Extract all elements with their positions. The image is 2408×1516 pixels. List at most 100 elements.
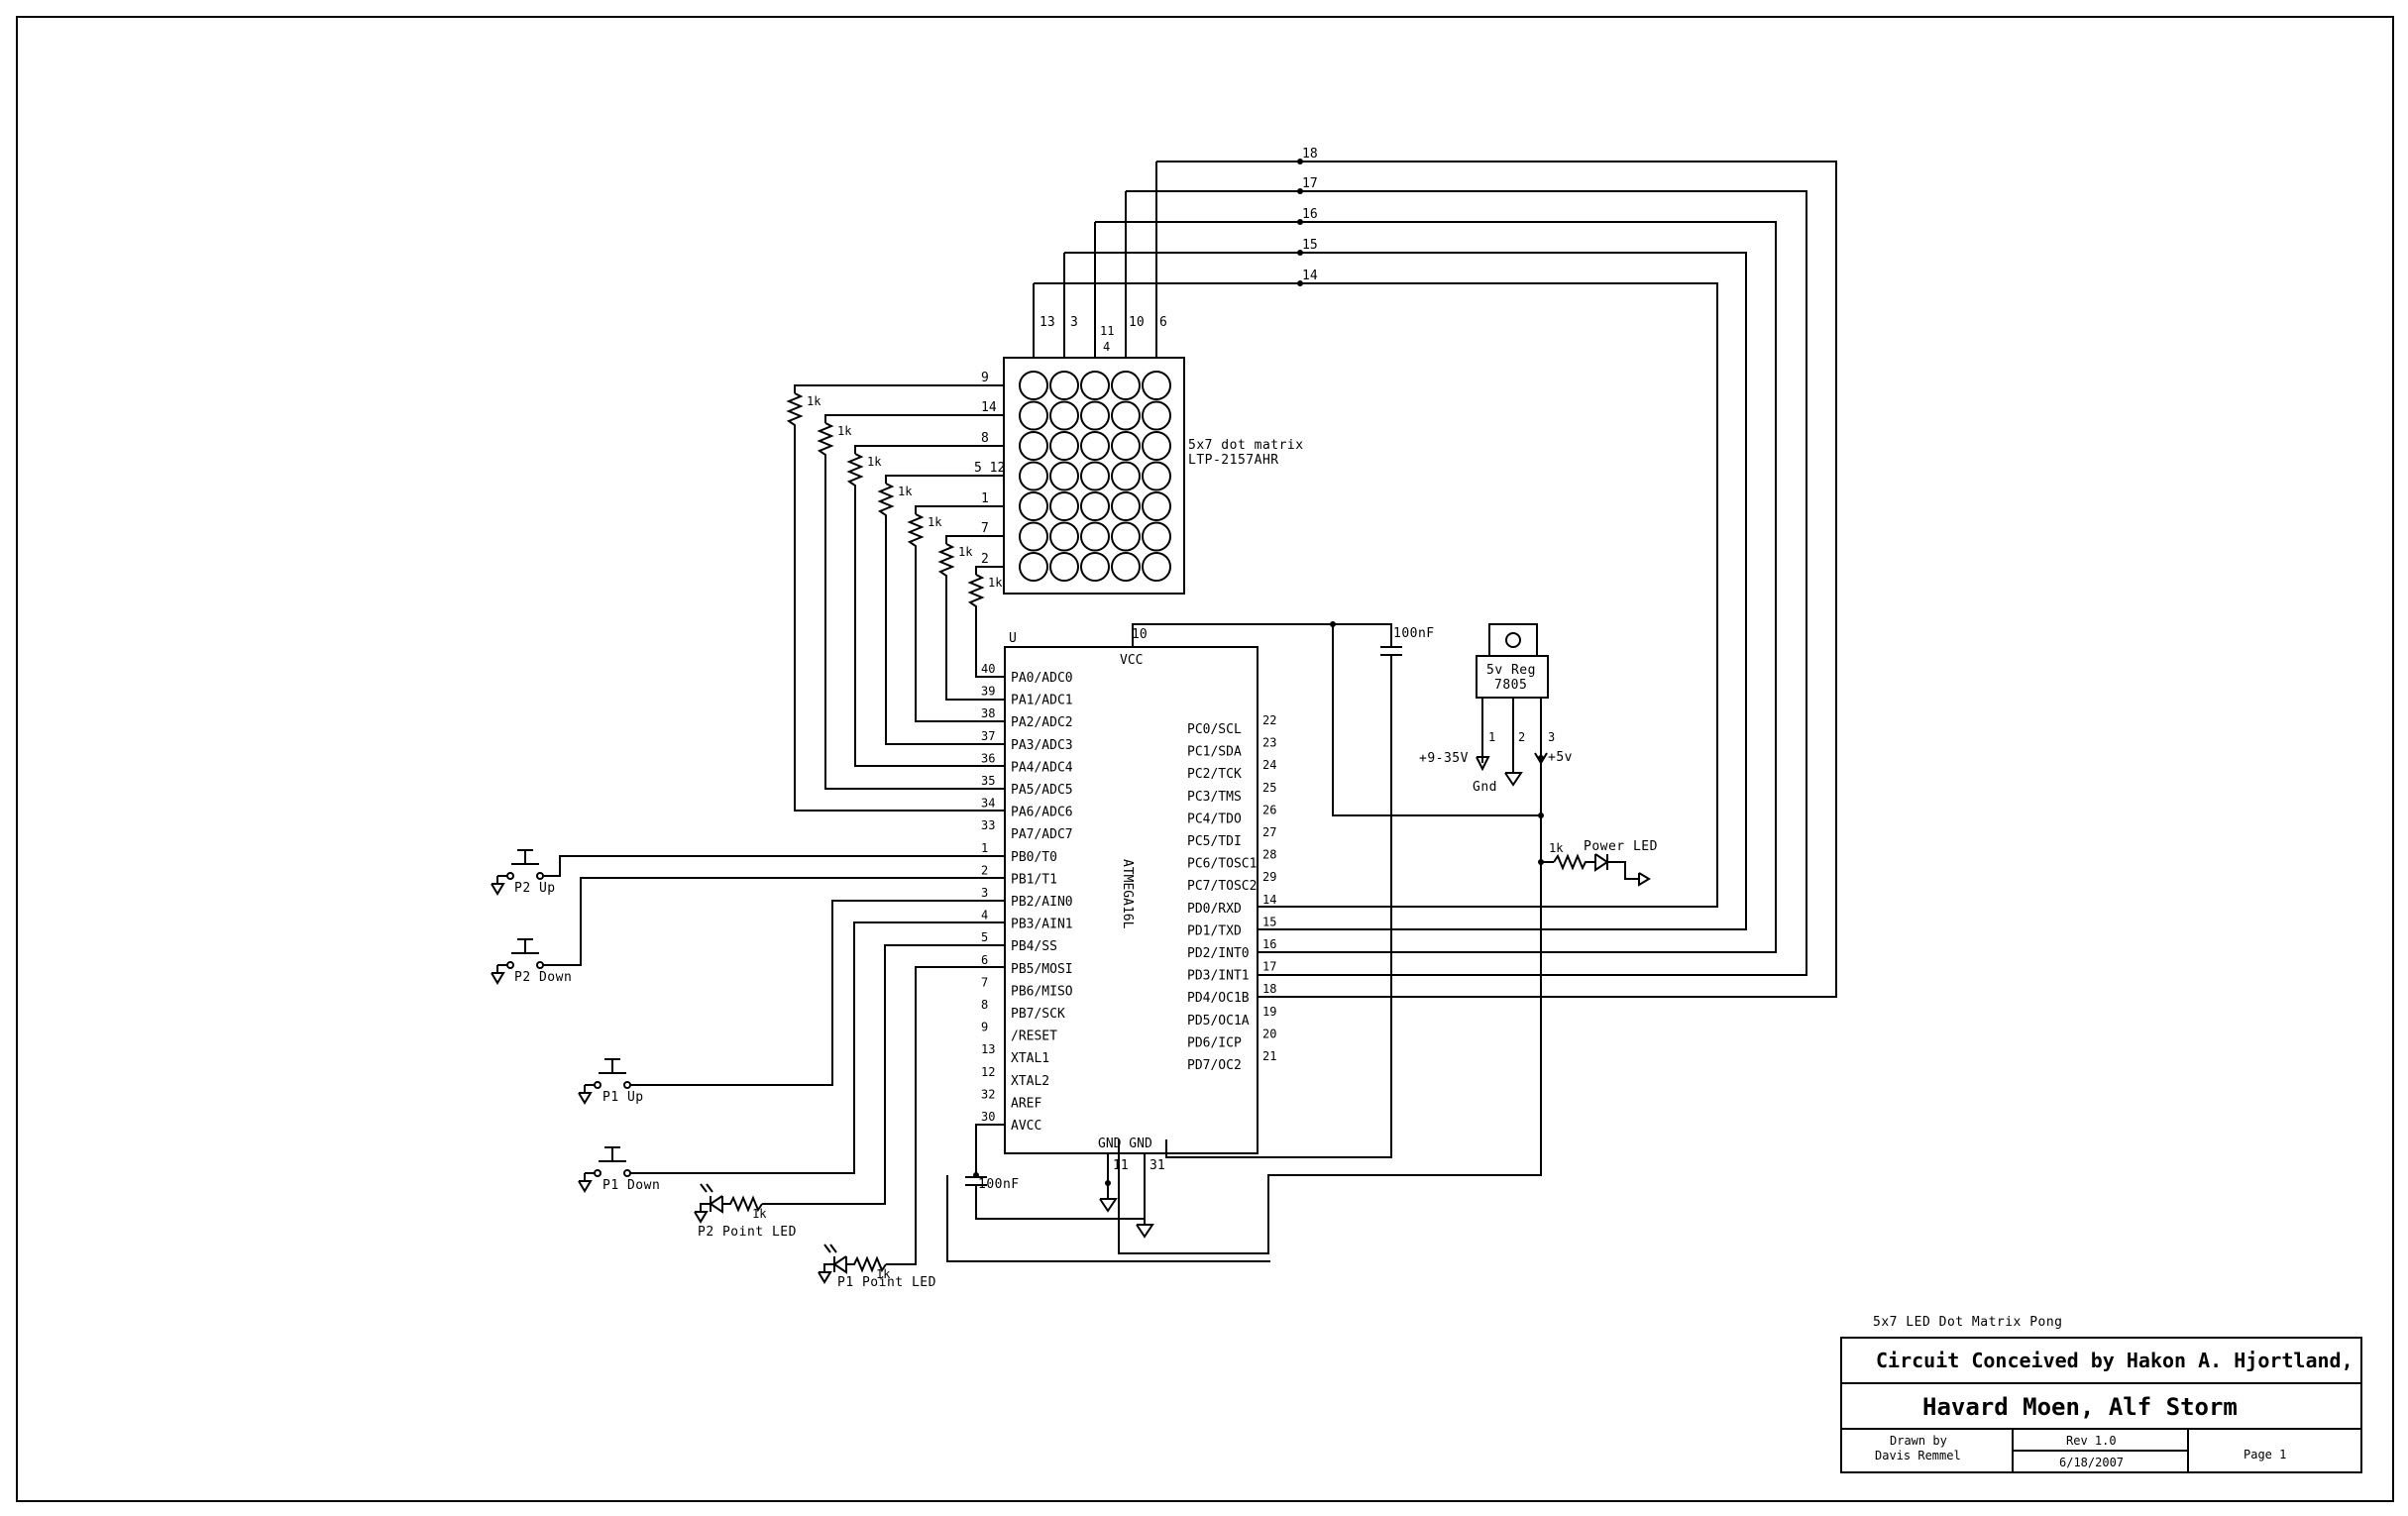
mcu-body <box>1004 646 1259 1154</box>
mcu-pin-name: PA4/ADC4 <box>1011 760 1073 775</box>
mcu-pin-number: 1 <box>981 841 988 855</box>
mcu-pin-number: 24 <box>1262 758 1276 772</box>
mcu-pin-name: PD6/ICP <box>1187 1035 1242 1050</box>
junction-dot <box>973 1172 979 1178</box>
mcu-pin-name: PA5/ADC5 <box>1011 783 1073 798</box>
power-led-gnd-wire <box>1607 861 1639 880</box>
mcu-right-pins: 22PC0/SCL23PC1/SDA24PC2/TCK25PC3/TMS26PC… <box>1187 713 1276 1073</box>
mcu-gnd-label: GND GND <box>1098 1137 1152 1151</box>
resistor-zigzag <box>722 1195 763 1213</box>
matrix-row-pin-label: 5 12 <box>974 461 1005 476</box>
mcu-pin-name: PC4/TDO <box>1187 812 1242 826</box>
mcu-pin-number: 37 <box>981 729 995 743</box>
button-p2-down-wire <box>543 877 1005 966</box>
ground-symbol <box>1504 772 1523 787</box>
capacitor-c2-label: 100nF <box>978 1177 1020 1192</box>
p2-point-led-wire <box>700 1203 711 1212</box>
matrix-led <box>1142 552 1171 582</box>
drawn-by-name: Davis Remmel <box>1875 1449 1961 1462</box>
reg-vout-wire <box>1118 698 1542 1254</box>
junction-dot <box>1538 755 1544 761</box>
button-p1-down-contact <box>623 1169 631 1177</box>
button-p1-up-contact <box>594 1081 602 1089</box>
mcu-pin-number: 39 <box>981 685 995 699</box>
regulator-pin-2: 2 <box>1518 730 1525 744</box>
mcu-gnd-pin-31: 31 <box>1149 1158 1165 1173</box>
mcu-pin-name: PA1/ADC1 <box>1011 694 1073 708</box>
matrix-led <box>1049 431 1079 461</box>
matrix-led <box>1019 431 1048 461</box>
matrix-led <box>1049 491 1079 521</box>
matrix-row-pin-label: 9 <box>981 371 989 385</box>
mcu-pin-name: AVCC <box>1011 1119 1041 1134</box>
mcu-pin-name: PC2/TCK <box>1187 767 1242 782</box>
matrix-led <box>1111 431 1141 461</box>
mcu-pin-number: 14 <box>1262 893 1276 907</box>
mcu-pin-number: 6 <box>981 953 988 967</box>
pd-loop-wire <box>1156 161 1837 998</box>
matrix-led <box>1080 400 1110 431</box>
mcu-pin-name: PB7/SCK <box>1011 1007 1065 1022</box>
matrix-led <box>1049 400 1079 431</box>
p1-point-led-ray <box>823 1244 831 1253</box>
matrix-row-pin-label: 7 <box>981 521 989 536</box>
matrix-row-pin-label: 1 <box>981 491 989 506</box>
button-p2-up-contact <box>506 872 514 880</box>
resistor-label: 1k <box>1549 841 1564 855</box>
wire-number-label: 18 <box>1302 147 1318 162</box>
mcu-pin-number: 18 <box>1262 982 1276 996</box>
resistor-label: 1k <box>867 455 882 469</box>
resistor-zigzag <box>937 543 955 584</box>
mcu-u-label: U <box>1009 631 1017 646</box>
regulator-vout-label: +5v <box>1548 750 1573 765</box>
avcc-wire <box>975 1124 1005 1177</box>
mcu-pin-name: PC0/SCL <box>1187 722 1242 737</box>
voltage-regulator: 5v Reg 7805 1 2 3 +9-35V Gnd +5v <box>1419 623 1573 795</box>
matrix-led <box>1080 521 1110 552</box>
matrix-led <box>1019 521 1048 552</box>
mcu-pin-number: 20 <box>1262 1027 1276 1040</box>
vin-arrow <box>1476 756 1490 772</box>
vcc-wire <box>1132 623 1392 647</box>
matrix-row-pin-label: 8 <box>981 431 989 446</box>
mcu-pin-number: 22 <box>1262 713 1276 727</box>
ground-symbol <box>694 1211 709 1224</box>
matrix-led <box>1049 552 1079 582</box>
matrix-row-wire <box>915 505 1004 514</box>
title-line-2: Havard Moen, Alf Storm <box>1922 1393 2238 1421</box>
mcu-pin-number: 29 <box>1262 870 1276 884</box>
matrix-col-pin-label: 6 <box>1159 315 1167 330</box>
ground-symbol <box>1638 872 1651 887</box>
junction-dot <box>1297 219 1303 225</box>
matrix-led <box>1142 491 1171 521</box>
mcu-pin-name: PA6/ADC6 <box>1011 806 1073 820</box>
resistor-label: 1k <box>988 576 1003 590</box>
mcu-pin-number: 17 <box>1262 960 1276 974</box>
resistor-label: 1k <box>958 545 973 559</box>
mcu-pin-number: 21 <box>1262 1049 1276 1063</box>
matrix-led <box>1019 400 1048 431</box>
button-p1-up-wire <box>630 900 1005 1086</box>
button-p1-up-label: P1 Up <box>602 1090 644 1105</box>
junction-dot <box>1538 812 1544 818</box>
mcu-pin-name: PC7/TOSC2 <box>1187 879 1257 894</box>
wire-number-label: 16 <box>1302 207 1318 222</box>
matrix-col-pin-label: 3 <box>1070 315 1078 330</box>
mcu-vcc-pin: 10 <box>1132 627 1148 642</box>
matrix-led <box>1080 371 1110 400</box>
title-block: 5x7 LED Dot Matrix Pong Circuit Conceive… <box>1840 1315 2362 1473</box>
matrix-row-wire <box>824 414 1004 423</box>
mcu-pin-name: PD3/INT1 <box>1187 969 1250 984</box>
matrix-row-pin-label: 2 <box>981 552 989 567</box>
matrix-row-wire <box>945 535 1004 544</box>
junction-dot <box>1297 159 1303 164</box>
mcu-pin-number: 3 <box>981 886 988 900</box>
dot-matrix-leds <box>1019 371 1171 582</box>
resistor-label: 1k <box>807 394 821 408</box>
mcu-pin-name: PA3/ADC3 <box>1011 738 1073 753</box>
mcu-pin-number: 13 <box>981 1042 995 1056</box>
